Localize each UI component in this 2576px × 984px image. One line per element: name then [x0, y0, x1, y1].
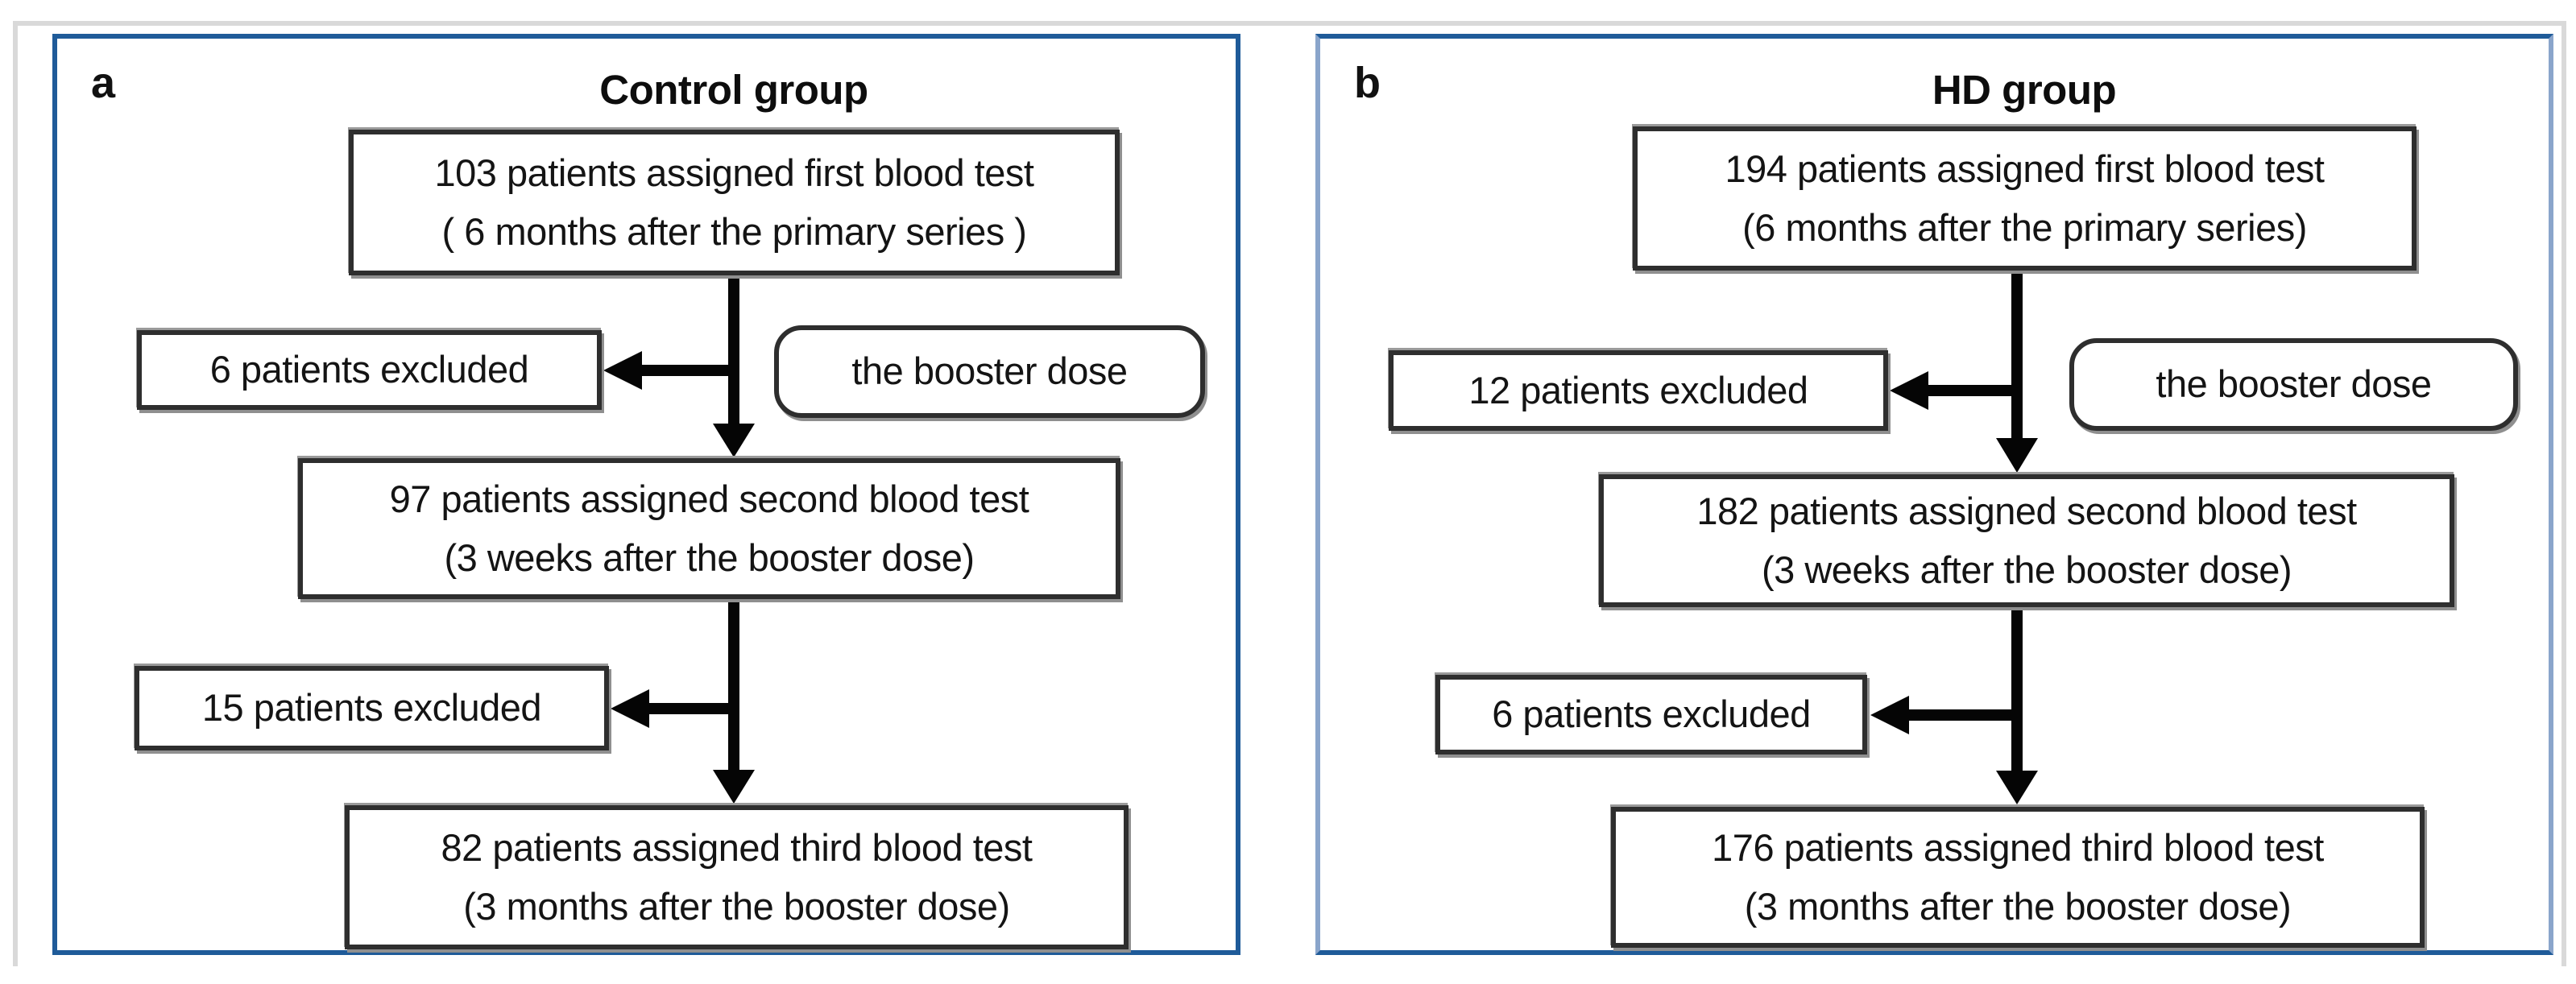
- flow-box-first-blood-test: 194 patients assigned first blood test (…: [1633, 126, 2417, 271]
- flow-box-second-blood-test: 182 patients assigned second blood test …: [1599, 474, 2454, 607]
- page-frame-left: [13, 21, 18, 966]
- panel-title-control-group: Control group: [599, 67, 868, 113]
- booster-dose-label: the booster dose: [2156, 362, 2432, 406]
- flow-box-third-blood-test: 82 patients assigned third blood test (3…: [345, 805, 1129, 949]
- excluded-label: 12 patients excluded: [1468, 368, 1808, 411]
- flow-box-line: 182 patients assigned second blood test: [1696, 489, 2357, 532]
- arrowhead-left-2: [611, 689, 649, 728]
- flow-box-line: ( 6 months after the primary series ): [441, 209, 1027, 253]
- flow-box-third-blood-test: 176 patients assigned third blood test (…: [1611, 807, 2425, 948]
- booster-dose-box: the booster dose: [2069, 338, 2518, 431]
- flow-box-line: 82 patients assigned third blood test: [441, 825, 1033, 869]
- excluded-label: 15 patients excluded: [201, 686, 542, 730]
- arrowhead-left-1: [603, 351, 642, 390]
- panel-label-a: a: [91, 59, 116, 107]
- flow-box-second-blood-test: 97 patients assigned second blood test (…: [298, 458, 1120, 599]
- flow-box-line: 97 patients assigned second blood test: [389, 477, 1029, 520]
- flow-box-line: 176 patients assigned third blood test: [1712, 825, 2324, 869]
- flow-box-line: (3 months after the booster dose): [1744, 884, 2292, 928]
- excluded-label: 6 patients excluded: [209, 348, 529, 391]
- flow-box-line: (3 weeks after the booster dose): [1761, 548, 2292, 591]
- flow-box-line: (6 months after the primary series): [1742, 205, 2307, 249]
- excluded-box-2: 6 patients excluded: [1435, 675, 1867, 755]
- panel-title-hd-group: HD group: [1932, 67, 2117, 113]
- page-frame-top: [13, 21, 2563, 26]
- arrowhead-down-1: [1996, 438, 2038, 473]
- flow-box-line: 194 patients assigned first blood test: [1725, 147, 2325, 190]
- booster-dose-box: the booster dose: [774, 325, 1205, 418]
- flow-box-line: 103 patients assigned first blood test: [434, 151, 1034, 194]
- flow-box-line: (3 months after the booster dose): [463, 884, 1010, 928]
- flow-box-first-blood-test: 103 patients assigned first blood test (…: [349, 130, 1120, 275]
- excluded-box-1: 6 patients excluded: [137, 330, 602, 410]
- arrowhead-left-2: [1870, 696, 1909, 734]
- arrowhead-down-1: [713, 424, 755, 457]
- arrowhead-down-2: [713, 770, 755, 804]
- excluded-label: 6 patients excluded: [1492, 693, 1811, 736]
- excluded-box-1: 12 patients excluded: [1389, 350, 1888, 431]
- arrowhead-left-1: [1890, 371, 1928, 410]
- panel-hd-group: b HD group 194 patients assigned first b…: [1315, 34, 2553, 955]
- panel-label-b: b: [1354, 59, 1381, 107]
- excluded-box-2: 15 patients excluded: [135, 666, 609, 750]
- flow-box-line: (3 weeks after the booster dose): [444, 535, 975, 579]
- arrowhead-down-2: [1996, 771, 2038, 804]
- panel-control-group: a Control group 103 patients assigned fi…: [52, 34, 1240, 955]
- page-frame-right: [2562, 21, 2566, 966]
- booster-dose-label: the booster dose: [851, 349, 1128, 393]
